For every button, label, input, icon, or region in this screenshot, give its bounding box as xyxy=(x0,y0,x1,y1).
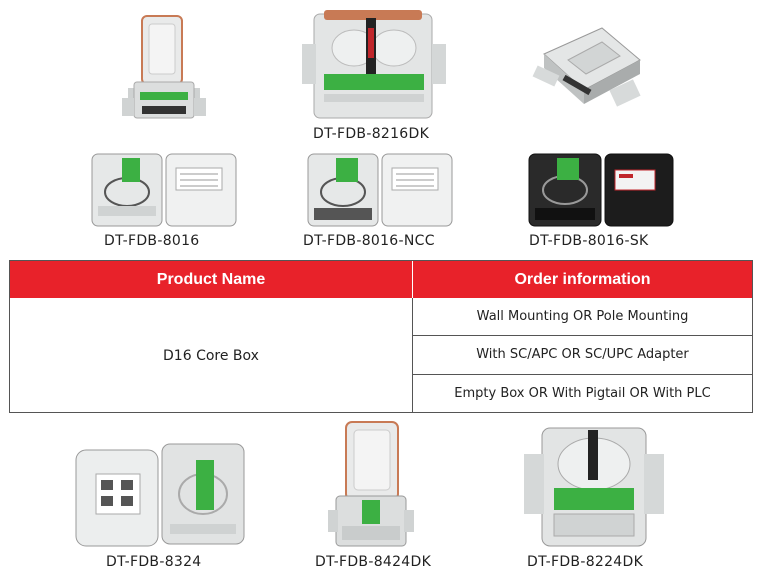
product-image-8 xyxy=(328,420,414,550)
order-option-mounting: Wall Mounting OR Pole Mounting xyxy=(413,298,752,337)
order-info-table: Product Name Order information D16 Core … xyxy=(9,260,753,413)
product-caption-7: DT-FDB-8324 xyxy=(106,554,202,570)
product-caption-2: DT-FDB-8216DK xyxy=(313,126,430,142)
product-caption-8: DT-FDB-8424DK xyxy=(315,554,432,570)
product-image-3 xyxy=(532,24,648,114)
product-image-7 xyxy=(74,440,246,550)
product-image-5 xyxy=(306,150,456,230)
product-caption-9: DT-FDB-8224DK xyxy=(527,554,644,570)
product-image-1 xyxy=(122,14,212,126)
header-product-name: Product Name xyxy=(10,261,413,298)
table-header: Product Name Order information xyxy=(10,261,752,298)
order-options: Wall Mounting OR Pole Mounting With SC/A… xyxy=(413,298,752,413)
product-image-9 xyxy=(524,424,664,550)
product-caption-4: DT-FDB-8016 xyxy=(104,233,200,249)
product-caption-6: DT-FDB-8016-SK xyxy=(529,233,649,249)
order-option-contents: Empty Box OR With Pigtail OR With PLC xyxy=(454,386,711,402)
product-image-2 xyxy=(302,8,460,122)
product-image-6 xyxy=(527,150,677,230)
product-image-4 xyxy=(90,150,240,230)
header-order-information: Order information xyxy=(514,270,651,288)
order-option-adapter: With SC/APC OR SC/UPC Adapter xyxy=(413,336,752,375)
product-name-cell: D16 Core Box xyxy=(10,298,413,413)
product-caption-5: DT-FDB-8016-NCC xyxy=(303,233,435,249)
